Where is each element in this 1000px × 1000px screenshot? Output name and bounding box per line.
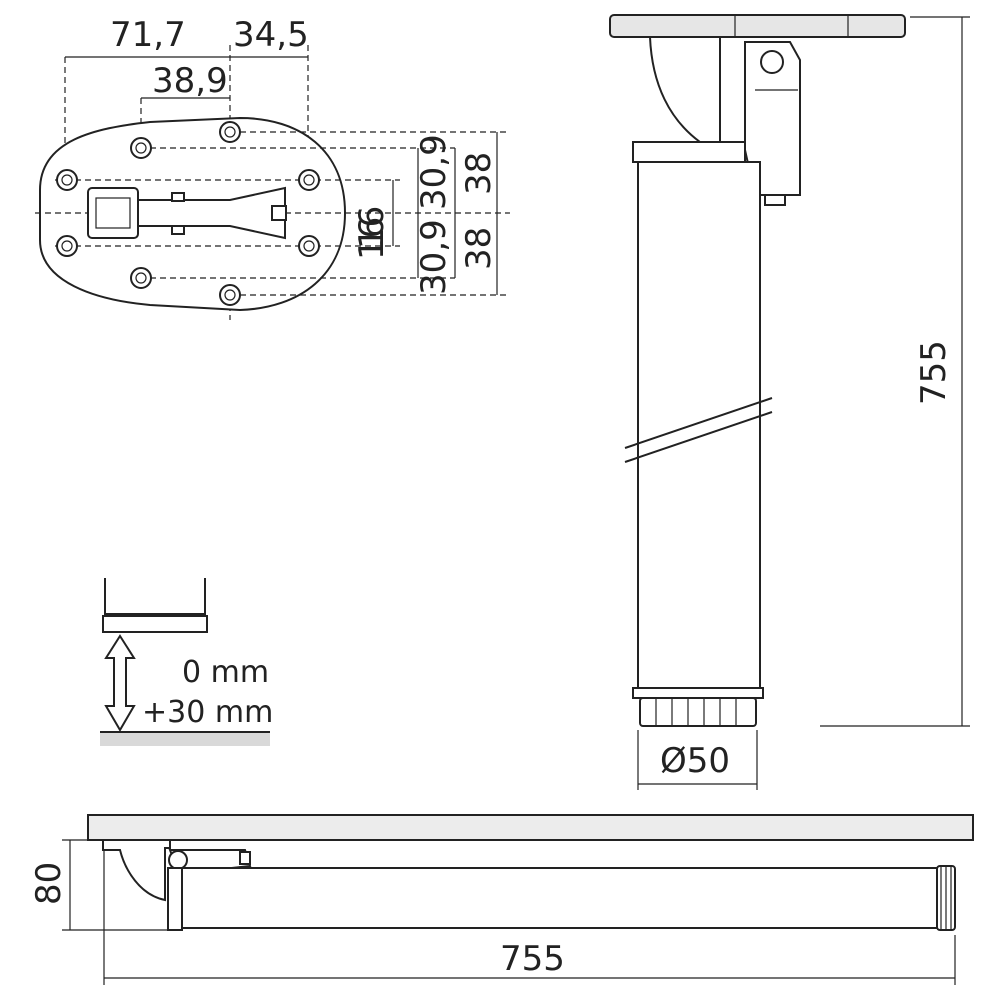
screw-holes	[56, 121, 320, 306]
leg-top-plate	[609, 14, 906, 38]
leg-folded-view: 80 755	[29, 814, 974, 985]
adjust-max-label: +30 mm	[142, 695, 273, 730]
dim-38-9: 38,9	[152, 61, 228, 101]
leg-side-view: 755 Ø50	[609, 14, 970, 790]
double-arrow-icon	[104, 634, 136, 732]
dim-16-top: 16	[352, 206, 392, 249]
leg-diameter-dim: Ø50	[660, 741, 730, 781]
dim-38-top: 38	[459, 152, 499, 195]
folded-length-dim: 755	[500, 939, 565, 979]
folded-height-dim: 80	[29, 862, 69, 905]
dim-71-7: 71,7	[110, 15, 186, 55]
leveling-foot	[639, 697, 757, 727]
folded-tube	[181, 867, 938, 929]
table-top	[87, 814, 974, 841]
dim-34-5: 34,5	[233, 15, 309, 55]
dim-30-9-top: 30,9	[414, 134, 454, 210]
dim-16-bottom: 16	[352, 217, 392, 260]
adjustment-detail: 0 mm +30 mm	[100, 578, 273, 746]
latch-mechanism	[87, 186, 287, 240]
floor	[100, 732, 270, 746]
adjust-min-label: 0 mm	[182, 655, 269, 690]
dim-30-9-bottom: 30,9	[414, 219, 454, 295]
leg-height-dim: 755	[914, 340, 954, 405]
mounting-plate-top-view: 71,7 34,5 38,9	[35, 15, 510, 320]
dim-38-bottom: 38	[459, 227, 499, 270]
